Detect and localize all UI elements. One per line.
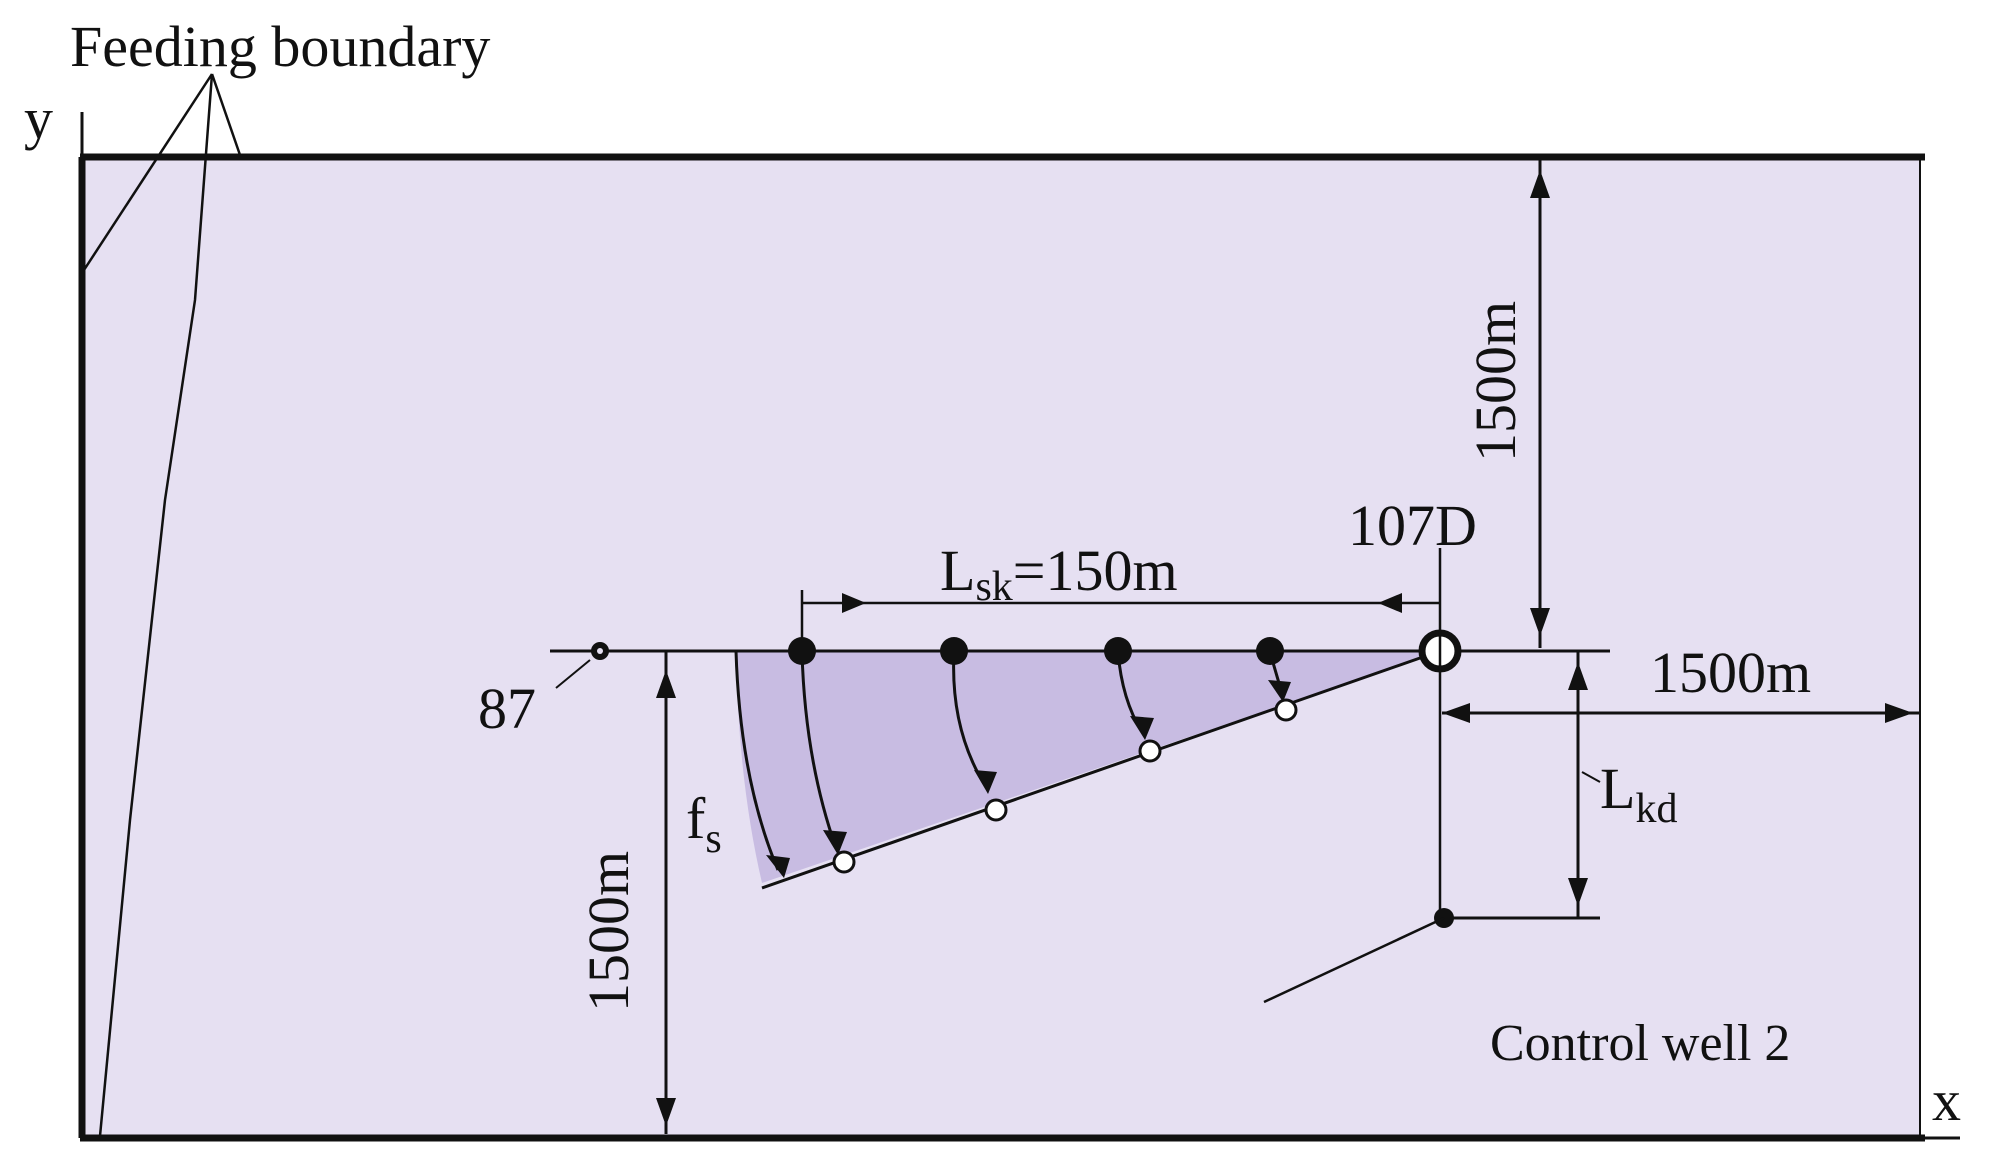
dim-top-right-label: 1500m [1463,301,1528,462]
lkd-leader [1581,771,1601,783]
dim-left-label: 1500m [576,851,641,1012]
flow-arrowhead-3 [1130,716,1154,740]
dim-right-arrow-right [1885,703,1913,723]
lkd-arrow-down [1568,878,1588,906]
flow-arrowhead-4 [1268,680,1291,702]
feeding-leader-2 [210,73,242,156]
well-87-center [597,648,603,654]
well-87-label: 87 [478,676,536,741]
front-marker-2 [984,798,1008,822]
feeding-leader-1 [82,73,214,271]
dim-top-right-arrow-up [1530,170,1550,198]
well-87-leader [555,659,591,689]
reservoir-field [82,157,1920,1138]
producing-well-1 [788,637,816,665]
lsk-arrow-right [1378,593,1402,613]
flow-arrowhead-1 [823,830,847,855]
dim-right-label: 1500m [1650,640,1811,705]
lkd-arrow-up [1568,662,1588,690]
flow-path-1 [800,651,838,849]
fs-arc [734,650,780,871]
flow-arrowhead-2 [974,770,997,794]
feeding-leader-3 [98,73,214,1137]
x-axis-label: x [1932,1068,1961,1133]
dim-left-arrow-down [656,1098,676,1126]
y-axis-label: y [24,86,53,151]
front-line [761,649,1441,890]
dim-right-arrow-left [1442,703,1470,723]
front-marker-3 [1138,739,1162,763]
producing-well-2 [940,637,968,665]
swept-zone [736,651,1440,883]
well-107d-label: 107D [1348,493,1477,558]
fs-arrowhead [766,855,790,878]
dim-left-arrow-up [656,670,676,698]
feeding-boundary-label: Feeding boundary [70,14,490,79]
fs-label: fs [686,786,722,862]
producing-well-3 [1104,637,1132,665]
lsk-arrow-left [842,593,866,613]
control-well-label: Control well 2 [1490,1015,1790,1072]
lkd-label: Lkd [1600,756,1677,832]
lsk-label: Lsk=150m [940,538,1178,610]
control-well-leader [1263,916,1445,1004]
front-marker-4 [1274,698,1298,722]
producing-well-4 [1256,637,1284,665]
front-marker-1 [832,850,856,874]
dim-top-right-arrow-down [1530,608,1550,636]
